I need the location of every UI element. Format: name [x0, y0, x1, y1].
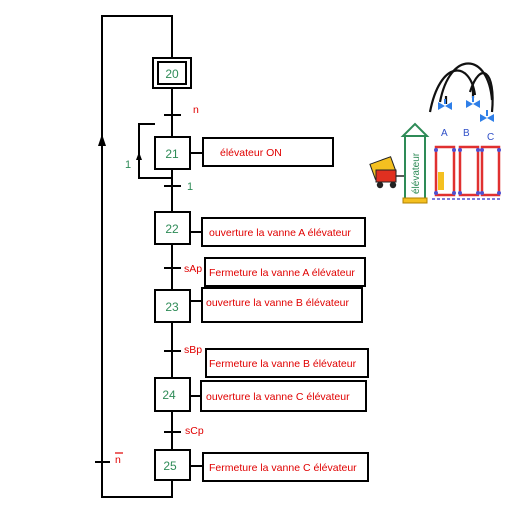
action-23-text: ouverture la vanne B élévateur	[206, 297, 350, 309]
transition-23-24-label: sBp	[184, 344, 202, 356]
step-21-label: 21	[165, 147, 179, 161]
truck-icon	[369, 156, 407, 189]
action-24	[200, 380, 367, 412]
step-25: 25	[154, 449, 191, 481]
transition-21-22-label: 1	[187, 181, 193, 193]
action-22b-text: Fermeture la vanne A élévateur	[209, 267, 355, 279]
transition-24-25-label: sCp	[185, 425, 204, 437]
loop-21-label: 1	[125, 159, 131, 171]
step-21: 21	[154, 136, 191, 170]
step-24-label: 24	[162, 388, 176, 402]
valve-c-icon	[480, 110, 494, 122]
valve-b-icon	[466, 96, 480, 108]
action-23	[201, 287, 363, 323]
transition-20-21-label: n	[193, 104, 199, 116]
action-21-text: élévateur ON	[220, 147, 282, 159]
tank-a-icon	[434, 145, 456, 197]
valve-a-icon	[438, 99, 452, 110]
step-20: 20	[152, 57, 192, 89]
tank-c-icon	[480, 145, 501, 197]
transition-22-23-label: sAp	[184, 263, 202, 275]
action-24-text: ouverture la vanne C élévateur	[206, 391, 350, 403]
return-loop	[98, 15, 173, 498]
step-24: 24	[154, 377, 191, 412]
step-25-label: 25	[163, 459, 177, 473]
action-22b	[204, 257, 366, 287]
step-23-label: 23	[165, 300, 179, 314]
elevator-label: élévateur	[411, 152, 422, 194]
action-25-text: Fermeture la vanne C élévateur	[209, 462, 357, 474]
step-22: 22	[154, 211, 191, 245]
elevator-illustration: élévateur A B C	[369, 62, 501, 204]
action-23b-text: Fermeture la vanne B élévateur	[209, 358, 357, 370]
action-23b	[205, 348, 369, 378]
tank-c-label: C	[487, 132, 494, 143]
action-21	[202, 137, 334, 167]
action-25	[202, 452, 369, 482]
action-22	[201, 217, 366, 247]
tank-b-icon	[458, 145, 480, 197]
step-22-label: 22	[165, 222, 179, 236]
step-23: 23	[154, 289, 191, 323]
step-20-label: 20	[165, 67, 179, 81]
transition-return-label: n	[115, 454, 121, 466]
tank-b-label: B	[463, 128, 470, 139]
tank-a-label: A	[441, 128, 448, 139]
elevator-column: élévateur	[400, 122, 430, 204]
action-22-text: ouverture la vanne A élévateur	[209, 227, 351, 239]
